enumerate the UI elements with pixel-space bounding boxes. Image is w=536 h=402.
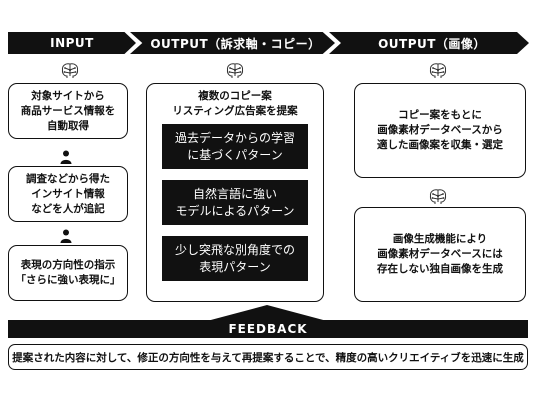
input-box-line: 表現の方向性の指示 [20,259,116,271]
brain-circuit-icon [429,63,447,78]
input-box-line: などを人が追記 [31,202,105,215]
input-box-line: 商品サービス情報を [20,104,116,117]
image-box-line: 画像素材データベースから [377,124,503,136]
input-box-line: 自動取得 [47,119,89,132]
pattern-line: 少し突飛な別角度での [174,242,295,257]
header-output-image: OUTPUT（画像） [329,32,529,54]
input-box-line: 対象サイトから [31,89,105,102]
header-input: INPUT [8,32,136,54]
pattern-nlp-model: 自然言語に強い モデルによるパターン [162,180,308,225]
pattern-line: 表現パターン [199,259,271,274]
input-box-line: 調査などから得た [26,172,110,185]
input-box-direction: 表現の方向性の指示 「さらに強い表現に」 [8,245,128,301]
pattern-unusual-angle: 少し突飛な別角度での 表現パターン [162,236,308,281]
input-box-line: インサイト情報 [31,187,105,200]
copy-panel-line: 複数のコピー案 [198,90,272,102]
person-icon [60,229,72,243]
image-box-collect: コピー案をもとに 画像素材データベースから 適した画像案を収集・選定 [354,83,526,178]
input-box-line: 「さらに強い表現に」 [15,274,121,286]
feedback-bar: FEEDBACK [8,320,528,338]
header-output-copy: OUTPUT（訴求軸・コピー） [130,32,335,54]
image-box-line: 画像素材データベースには [377,248,503,260]
image-box-generate: 画像生成機能により 画像素材データベースには 存在しない独自画像を生成 [354,207,526,302]
image-box-line: 適した画像案を収集・選定 [377,139,503,151]
image-box-line: コピー案をもとに [398,109,482,121]
brain-circuit-icon [226,63,244,78]
brain-circuit-icon [429,189,447,204]
input-box-auto-fetch: 対象サイトから 商品サービス情報を 自動取得 [8,83,128,139]
pattern-past-data: 過去データからの学習 に基づくパターン [162,124,308,169]
feedback-summary: 提案された内容に対して、修正の方向性を与えて再提案することで、精度の高いクリエイ… [8,344,528,370]
pattern-line: モデルによるパターン [175,203,295,218]
pattern-line: 過去データからの学習 [174,130,295,145]
pattern-line: に基づくパターン [187,147,283,162]
person-icon [60,150,72,164]
input-box-insight: 調査などから得た インサイト情報 などを人が追記 [8,166,128,222]
copy-panel-line: リスティング広告案を提案 [172,105,298,117]
feedback-arrow-icon [207,305,327,321]
image-box-line: 存在しない独自画像を生成 [377,263,503,275]
image-box-line: 画像生成機能により [392,233,488,245]
brain-circuit-icon [61,63,79,78]
pattern-line: 自然言語に強い [192,186,277,201]
